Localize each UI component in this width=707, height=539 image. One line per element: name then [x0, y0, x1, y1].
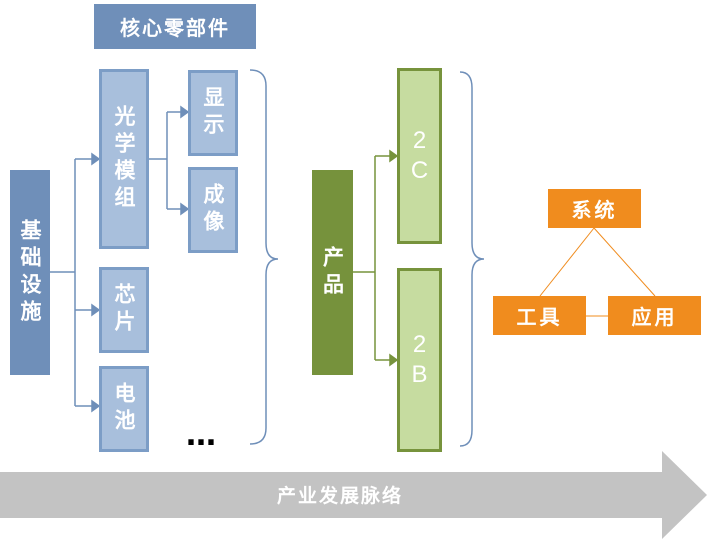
- battery-label: 电池: [112, 382, 137, 436]
- infrastructure-box: 基础设施: [10, 170, 50, 375]
- imaging-box: 成像: [188, 167, 238, 253]
- brace-right-group: [459, 71, 485, 447]
- tools-box: 工具: [493, 296, 586, 335]
- development-arrow-shape: [0, 451, 707, 539]
- optical-connectors: [149, 105, 190, 216]
- core-components-header: 核心零部件: [94, 4, 256, 49]
- system-label: 系统: [571, 198, 618, 222]
- imaging-label: 成像: [201, 183, 226, 237]
- to-c-digit: 2: [412, 127, 427, 154]
- to-b-letter: B: [411, 361, 428, 388]
- applications-box: 应用: [608, 296, 701, 335]
- system-box: 系统: [548, 189, 641, 228]
- to-c-box: 2 C: [397, 68, 442, 244]
- to-b-box: 2 B: [397, 268, 442, 452]
- infrastructure-label: 基础设施: [18, 218, 43, 327]
- chip-label: 芯片: [112, 283, 137, 337]
- to-c-letter: C: [410, 157, 429, 184]
- battery-box: 电池: [99, 366, 149, 452]
- chip-box: 芯片: [99, 267, 149, 353]
- brace-left-group: [249, 69, 279, 445]
- display-box: 显示: [188, 70, 238, 156]
- development-path-label: 产业发展脉络: [276, 484, 403, 507]
- to-b-digit: 2: [412, 331, 427, 358]
- display-label: 显示: [201, 86, 226, 140]
- optical-module-label: 光学模组: [112, 105, 137, 213]
- infra-connectors: [50, 152, 101, 413]
- applications-label: 应用: [631, 305, 678, 329]
- product-connectors: [353, 149, 399, 367]
- core-components-label: 核心零部件: [120, 16, 230, 40]
- product-label: 产品: [320, 245, 346, 300]
- optical-module-box: 光学模组: [99, 69, 149, 249]
- tools-label: 工具: [516, 305, 563, 329]
- more-components-ellipsis: …: [186, 418, 217, 453]
- ecosystem-triangle: [539, 227, 656, 317]
- product-box: 产品: [312, 170, 353, 375]
